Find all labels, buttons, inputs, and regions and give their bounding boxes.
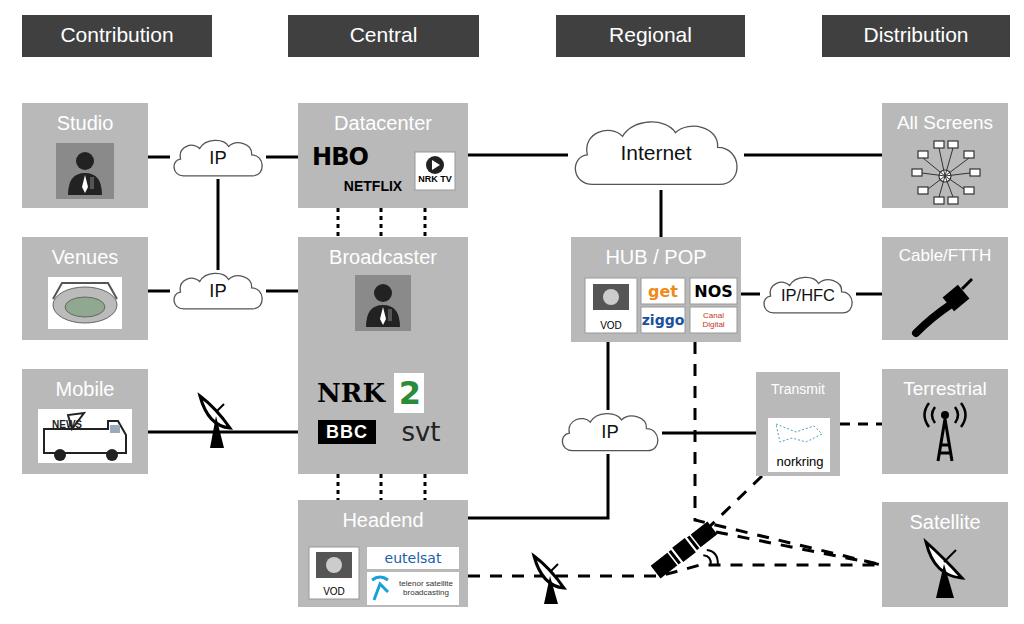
dashed-link bbox=[706, 476, 882, 565]
logo-text: eutelsat bbox=[368, 548, 458, 568]
logo-text: VOD bbox=[309, 585, 359, 598]
link-line bbox=[266, 290, 298, 293]
node-title: Datacenter bbox=[298, 112, 468, 135]
logo-text: NRK bbox=[318, 378, 384, 408]
node-title: HUB / POP bbox=[571, 246, 741, 269]
logo-text: NOS bbox=[691, 279, 736, 303]
ip-cloud: IP/HFC bbox=[760, 274, 856, 316]
node-title: Satellite bbox=[882, 511, 1008, 534]
node-title: IP/HFC bbox=[760, 286, 856, 305]
van-text: NEWS bbox=[50, 418, 84, 430]
link-line bbox=[148, 290, 170, 293]
link-line bbox=[148, 431, 298, 434]
node-title: Broadcaster bbox=[298, 246, 468, 269]
dashed-link bbox=[338, 474, 425, 500]
node-title: Venues bbox=[22, 246, 148, 269]
header-text: Central bbox=[288, 23, 479, 47]
logo-text: norkring bbox=[768, 452, 832, 470]
node-title: Studio bbox=[22, 112, 148, 135]
distribution-box: Satellite bbox=[882, 502, 1008, 607]
source-box: Studio bbox=[22, 103, 148, 208]
satellite-symbol bbox=[649, 520, 732, 597]
node-title: IP bbox=[558, 421, 662, 442]
dashed-link bbox=[840, 423, 882, 426]
link-line bbox=[662, 432, 756, 435]
node-title: Transmit bbox=[756, 381, 840, 397]
logo-text: HBO bbox=[310, 144, 370, 170]
header-text: Regional bbox=[556, 23, 745, 47]
node-title: All Screens bbox=[882, 112, 1008, 134]
dish-symbol bbox=[200, 396, 230, 448]
column-header: Contribution bbox=[22, 15, 212, 57]
link-line bbox=[148, 156, 170, 159]
logo-text: svt bbox=[386, 416, 456, 448]
link-line bbox=[217, 179, 220, 270]
distribution-box: All Screens bbox=[882, 103, 1008, 208]
distribution-box: Terrestrial bbox=[882, 369, 1008, 474]
link-line bbox=[266, 156, 298, 159]
dashed-link bbox=[695, 342, 882, 565]
logo-text: NETFLIX bbox=[340, 176, 406, 196]
logo-text: VOD bbox=[585, 319, 637, 332]
node-title: Cable/FTTH bbox=[882, 246, 1008, 266]
link-line bbox=[468, 454, 608, 518]
logo-text: 2 bbox=[396, 374, 424, 412]
column-header: Regional bbox=[556, 15, 745, 57]
logo-text: telenor satellite broadcasting bbox=[393, 573, 459, 603]
ip-cloud: IP bbox=[170, 270, 266, 312]
link-line bbox=[856, 293, 882, 296]
source-box: Mobile bbox=[22, 369, 148, 474]
node-title: IP bbox=[170, 147, 266, 168]
center-box: Broadcaster bbox=[298, 237, 468, 474]
distribution-box: Cable/FTTH bbox=[882, 237, 1008, 340]
link-line bbox=[660, 190, 663, 237]
internet-cloud: Internet bbox=[568, 116, 744, 190]
logo-text: ziggo bbox=[642, 308, 684, 332]
node-title: Terrestrial bbox=[882, 378, 1008, 400]
node-title: Mobile bbox=[22, 378, 148, 401]
logo-text: NRK TV bbox=[416, 172, 454, 186]
logo-text: BBC bbox=[318, 420, 376, 444]
header-text: Contribution bbox=[22, 23, 212, 47]
column-header: Distribution bbox=[822, 15, 1010, 57]
ip-cloud: IP bbox=[170, 137, 266, 179]
ip-cloud: IP bbox=[558, 410, 662, 454]
link-line bbox=[468, 154, 568, 157]
node-title: Headend bbox=[298, 509, 468, 532]
node-title: Internet bbox=[568, 141, 744, 165]
source-box: Venues bbox=[22, 237, 148, 340]
logo-text: get bbox=[642, 279, 684, 303]
column-header: Central bbox=[288, 15, 479, 57]
link-line bbox=[744, 154, 882, 157]
dish-symbol bbox=[534, 556, 564, 604]
logo-text: Canal Digital bbox=[691, 308, 736, 332]
broadcaster-tiles bbox=[298, 237, 468, 474]
node-title: IP bbox=[170, 280, 266, 301]
dashed-link bbox=[338, 208, 425, 237]
header-text: Distribution bbox=[822, 23, 1010, 47]
link-line bbox=[741, 293, 760, 296]
link-line bbox=[607, 342, 610, 410]
